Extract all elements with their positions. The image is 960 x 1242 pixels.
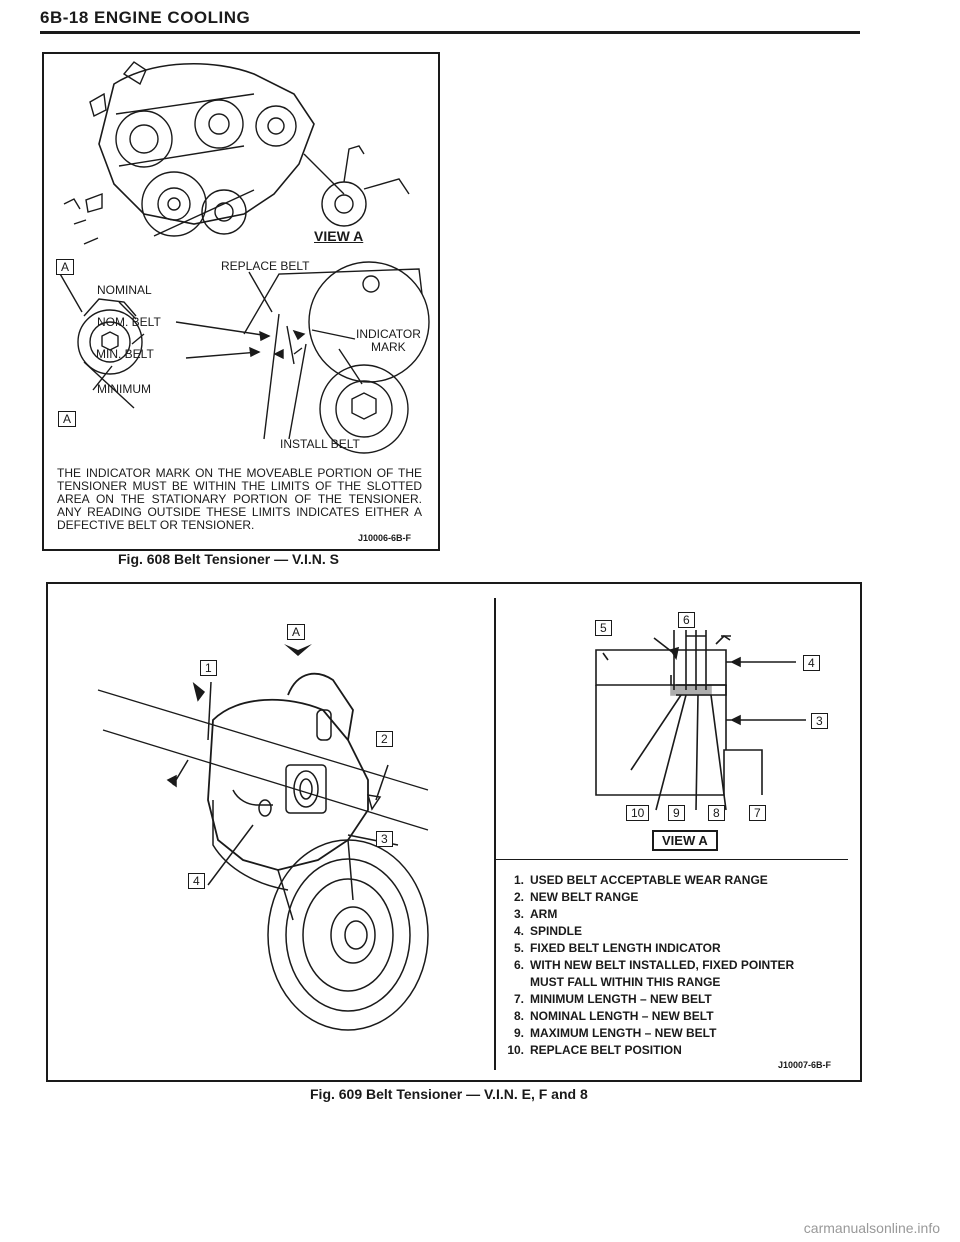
label-replace-belt: REPLACE BELT xyxy=(221,259,310,273)
legend-item: 5.FIXED BELT LENGTH INDICATOR xyxy=(513,941,721,955)
legend-item: 10.REPLACE BELT POSITION xyxy=(507,1043,682,1057)
view-a-label: VIEW A xyxy=(652,830,718,851)
legend-item: 6.WITH NEW BELT INSTALLED, FIXED POINTER xyxy=(513,958,795,972)
fig-609-legend: 1.USED BELT ACCEPTABLE WEAR RANGE 2.NEW … xyxy=(498,872,848,1059)
fig-608-caption: Fig. 608 Belt Tensioner — V.I.N. S xyxy=(118,551,339,567)
view-a-callout-6: 6 xyxy=(678,612,695,628)
label-install-belt: INSTALL BELT xyxy=(280,437,360,451)
view-a-callout-7: 7 xyxy=(749,805,766,821)
label-min-belt: MIN. BELT xyxy=(96,347,154,361)
view-a-callout-10: 10 xyxy=(626,805,650,821)
label-minimum: MINIMUM xyxy=(97,382,151,396)
legend-item: 4.SPINDLE xyxy=(513,924,583,938)
view-a-callout-8: 8 xyxy=(708,805,725,821)
fig-609-left-illustration xyxy=(97,644,429,1031)
view-a-callout-3: 3 xyxy=(811,713,828,729)
fig-609-legend-rule xyxy=(496,859,848,860)
fig-608-callout-a-bottom: A xyxy=(58,411,77,427)
header-rule xyxy=(40,31,860,34)
fig-609-caption: Fig. 609 Belt Tensioner — V.I.N. E, F an… xyxy=(310,1086,588,1102)
fig-609-callout-1: 1 xyxy=(200,660,217,676)
view-a-callout-9: 9 xyxy=(668,805,685,821)
label-nom-belt: NOM. BELT xyxy=(97,315,161,329)
legend-item: 7.MINIMUM LENGTH – NEW BELT xyxy=(513,992,712,1006)
view-a-callout-4: 4 xyxy=(803,655,820,671)
legend-item: 9.MAXIMUM LENGTH – NEW BELT xyxy=(513,1026,717,1040)
legend-item: 2.NEW BELT RANGE xyxy=(513,890,639,904)
legend-item: 8.NOMINAL LENGTH – NEW BELT xyxy=(513,1009,714,1023)
fig-609-divider xyxy=(494,598,496,1070)
legend-item: MUST FALL WITHIN THIS RANGE xyxy=(530,975,721,989)
site-watermark: carmanualsonline.info xyxy=(803,1220,940,1236)
page-header-title: 6B-18 ENGINE COOLING xyxy=(40,8,251,27)
fig-609-callout-4: 4 xyxy=(188,873,205,889)
fig-608-view-title: VIEW A xyxy=(314,228,364,244)
legend-item: 1.USED BELT ACCEPTABLE WEAR RANGE xyxy=(513,873,768,887)
fig-609-callout-3: 3 xyxy=(376,831,393,847)
legend-item: 3.ARM xyxy=(513,907,558,921)
fig-608-callout-a-top: A xyxy=(56,259,75,275)
fig-608-ref-code: J10006-6B-F xyxy=(358,533,412,543)
label-mark: MARK xyxy=(371,340,406,354)
fig-609-view-a-illustration xyxy=(595,630,806,811)
fig-608-illustration xyxy=(58,61,430,454)
fig-608-paragraph: THE INDICATOR MARK ON THE MOVEABLE PORTI… xyxy=(57,466,422,532)
fig-609-callout-2: 2 xyxy=(376,731,393,747)
fig-609-callout-a: A xyxy=(287,624,306,640)
fig-609-ref-code: J10007-6B-F xyxy=(778,1060,832,1070)
view-a-callout-5: 5 xyxy=(595,620,612,636)
label-indicator: INDICATOR xyxy=(356,327,421,341)
label-nominal: NOMINAL xyxy=(97,283,152,297)
